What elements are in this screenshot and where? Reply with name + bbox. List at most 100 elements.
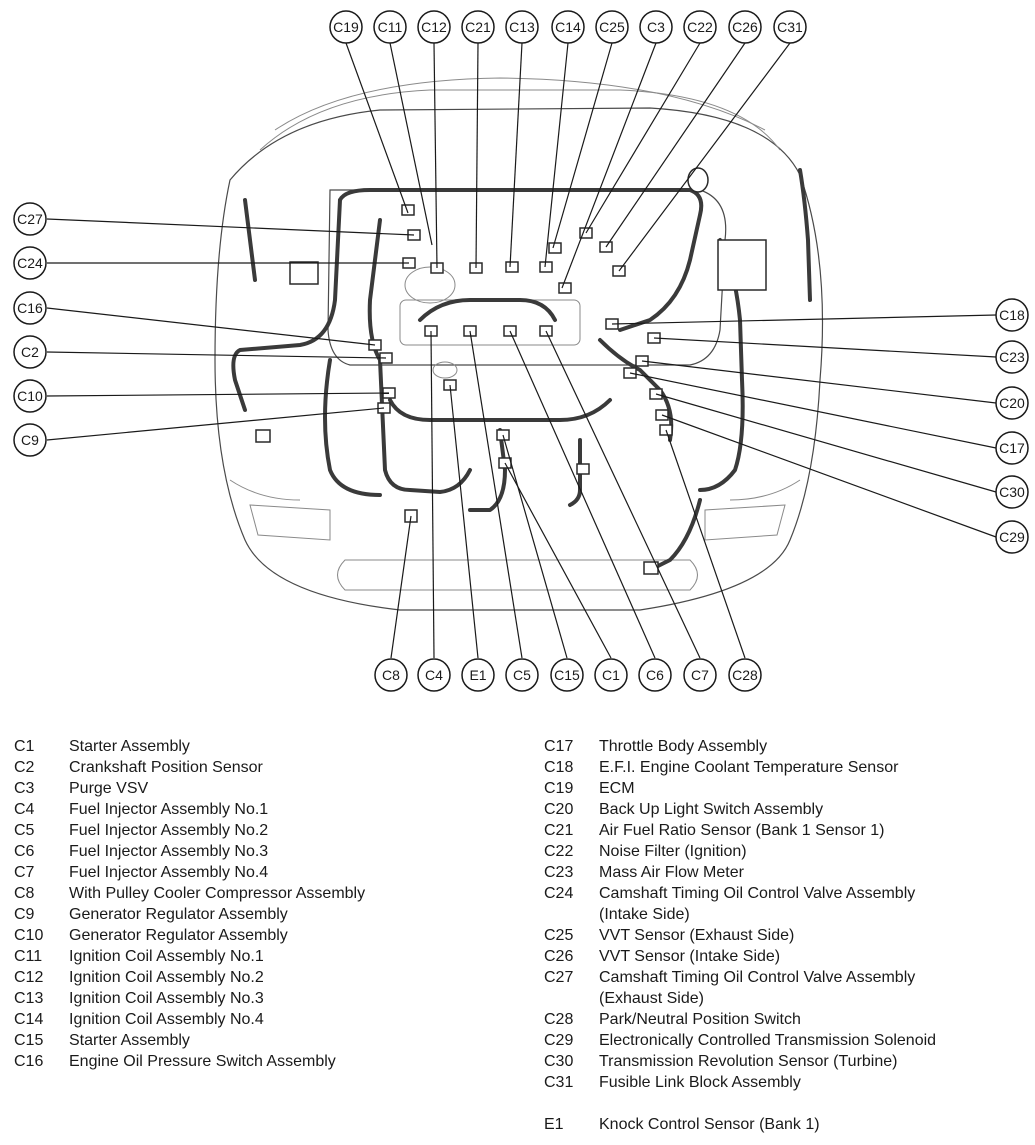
legend-code: C31 — [544, 1074, 574, 1091]
svg-text:C30: C30 — [999, 484, 1025, 500]
callout-C20: C20 — [995, 386, 1029, 420]
legend-code: C15 — [14, 1032, 44, 1049]
legend-code: C24 — [544, 885, 574, 902]
svg-text:C26: C26 — [732, 19, 758, 35]
svg-text:C13: C13 — [509, 19, 535, 35]
svg-text:C2: C2 — [21, 344, 39, 360]
legend-row: (Intake Side) — [544, 904, 1024, 925]
leader-lines — [46, 42, 997, 659]
legend-desc: Throttle Body Assembly — [599, 738, 768, 755]
legend-desc: (Intake Side) — [599, 906, 690, 923]
callouts-bottom: C8 C4 E1 C5 C15 C1 C6 C7 C28 — [374, 658, 762, 692]
legend-code: C8 — [14, 885, 35, 902]
svg-text:C5: C5 — [513, 667, 531, 683]
legend-spacer — [544, 1093, 1024, 1114]
callout-C10: C10 — [13, 379, 47, 413]
legend-code: C10 — [14, 927, 44, 944]
legend-code: C27 — [544, 969, 574, 986]
legend-row: C8 With Pulley Cooler Compressor Assembly — [14, 883, 514, 904]
legend-code: C1 — [14, 738, 35, 755]
callout-C19: C19 — [329, 10, 363, 44]
legend-code: C26 — [544, 948, 574, 965]
legend-code: C25 — [544, 927, 574, 944]
legend-desc: Air Fuel Ratio Sensor (Bank 1 Sensor 1) — [599, 822, 885, 839]
legend-code: C12 — [14, 969, 44, 986]
callout-C26: C26 — [728, 10, 762, 44]
legend-row: C12 Ignition Coil Assembly No.2 — [14, 967, 514, 988]
wiring-harness — [231, 168, 812, 572]
legend-desc: Starter Assembly — [69, 1032, 190, 1049]
legend-desc: Camshaft Timing Oil Control Valve Assemb… — [599, 969, 916, 986]
legend-code: C5 — [14, 822, 35, 839]
svg-text:C14: C14 — [555, 19, 581, 35]
legend-row: C14 Ignition Coil Assembly No.4 — [14, 1009, 514, 1030]
legend-desc: Ignition Coil Assembly No.2 — [69, 969, 264, 986]
legend-desc: E.F.I. Engine Coolant Temperature Sensor — [599, 759, 899, 776]
legend-desc: Noise Filter (Ignition) — [599, 843, 747, 860]
legend-desc: Transmission Revolution Sensor (Turbine) — [599, 1053, 898, 1070]
legend-desc: Mass Air Flow Meter — [599, 864, 744, 881]
legend-desc: Back Up Light Switch Assembly — [599, 801, 824, 818]
callout-C28: C28 — [728, 658, 762, 692]
callout-C4: C4 — [417, 658, 451, 692]
legend-desc: With Pulley Cooler Compressor Assembly — [69, 885, 366, 902]
svg-text:C8: C8 — [382, 667, 400, 683]
legend-desc: Starter Assembly — [69, 738, 190, 755]
callout-C21: C21 — [461, 10, 495, 44]
legend-code: E1 — [544, 1116, 564, 1133]
legend-row: C24 Camshaft Timing Oil Control Valve Ass… — [544, 883, 1024, 904]
svg-text:C10: C10 — [17, 388, 43, 404]
callout-C8: C8 — [374, 658, 408, 692]
callout-C15: C15 — [550, 658, 584, 692]
engine-harness-diagram: C19 C11 C12 C21 C13 C14 C25 C3 C22 C26 C… — [13, 10, 1029, 692]
callout-C5: C5 — [505, 658, 539, 692]
callout-C16: C16 — [13, 291, 47, 325]
legend-code: C23 — [544, 864, 574, 881]
legend-code: C14 — [14, 1011, 44, 1028]
legend-desc: Park/Neutral Position Switch — [599, 1011, 801, 1028]
legend-row: (Exhaust Side) — [544, 988, 1024, 1009]
svg-text:C20: C20 — [999, 395, 1025, 411]
callout-C27: C27 — [13, 202, 47, 236]
legend-code: C13 — [14, 990, 44, 1007]
legend-desc: Fuel Injector Assembly No.4 — [69, 864, 269, 881]
legend-code — [544, 904, 599, 925]
callout-C23: C23 — [995, 340, 1029, 374]
legend-code: C11 — [14, 948, 43, 965]
legend-code: C17 — [544, 738, 574, 755]
legend-row: C6 Fuel Injector Assembly No.3 — [14, 841, 514, 862]
legend-desc: Generator Regulator Assembly — [69, 906, 288, 923]
callout-C9: C9 — [13, 423, 47, 457]
callout-C1: C1 — [594, 658, 628, 692]
legend-desc: Knock Control Sensor (Bank 1) — [599, 1116, 820, 1133]
svg-text:C3: C3 — [647, 19, 665, 35]
legend-desc: Fuel Injector Assembly No.3 — [69, 843, 269, 860]
legend-desc: Camshaft Timing Oil Control Valve Assemb… — [599, 885, 916, 902]
callout-C11: C11 — [373, 10, 407, 44]
svg-text:C25: C25 — [599, 19, 625, 35]
legend-desc: Ignition Coil Assembly No.4 — [69, 1011, 264, 1028]
svg-text:C17: C17 — [999, 440, 1025, 456]
legend-code: C6 — [14, 843, 35, 860]
svg-text:C1: C1 — [602, 667, 620, 683]
callout-C25: C25 — [595, 10, 629, 44]
callout-C3: C3 — [639, 10, 673, 44]
svg-text:C7: C7 — [691, 667, 709, 683]
svg-text:C31: C31 — [777, 19, 803, 35]
legend-desc: ECM — [599, 780, 635, 797]
svg-text:C11: C11 — [378, 19, 403, 35]
